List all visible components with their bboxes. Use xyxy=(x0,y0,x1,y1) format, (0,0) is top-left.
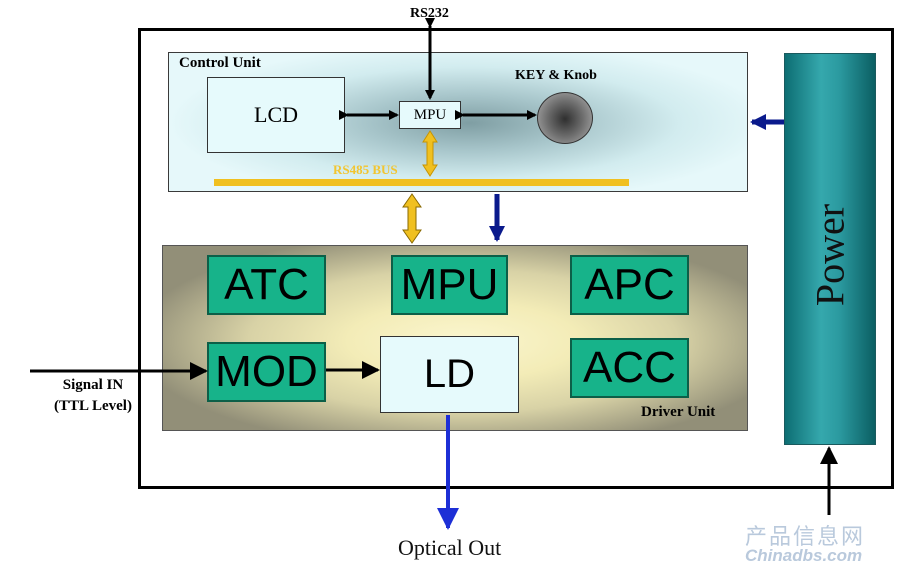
control-mpu-box: MPU xyxy=(399,101,461,129)
atc-block: ATC xyxy=(207,255,326,315)
watermark-en: Chinadbs.com xyxy=(745,546,863,565)
mod-label: MOD xyxy=(215,347,318,396)
ld-label: LD xyxy=(423,352,476,396)
driver-unit-title: Driver Unit xyxy=(641,404,716,420)
mpu-bus-arrow xyxy=(422,130,438,177)
key-knob-label: KEY & Knob xyxy=(515,68,597,83)
apc-label: APC xyxy=(584,260,675,309)
ld-block: LD xyxy=(380,336,519,413)
control-mpu-label: MPU xyxy=(413,106,447,123)
driver-mpu-block: MPU xyxy=(391,255,508,315)
signal-in-label: Signal IN (TTL Level) xyxy=(38,375,148,417)
mod-block: MOD xyxy=(207,342,326,402)
signal-in-line1: Signal IN xyxy=(62,377,124,393)
control-driver-bus-arrow xyxy=(402,193,422,244)
optical-out-label: Optical Out xyxy=(398,535,502,560)
rs232-label: RS232 xyxy=(410,6,449,21)
control-unit-title: Control Unit xyxy=(179,55,261,71)
acc-block: ACC xyxy=(570,338,689,398)
rs485-bus-label: RS485 BUS xyxy=(333,162,398,177)
apc-block: APC xyxy=(570,255,689,315)
watermark-cn: 产品信息网 xyxy=(745,525,866,550)
rs485-bus-line xyxy=(214,179,629,186)
driver-mpu-label: MPU xyxy=(400,260,499,309)
lcd-label: LCD xyxy=(254,102,298,127)
power-supply-bar xyxy=(784,53,876,445)
knob-icon xyxy=(537,92,593,144)
signal-in-line2: (TTL Level) xyxy=(54,398,132,414)
atc-label: ATC xyxy=(224,260,309,309)
acc-label: ACC xyxy=(583,343,676,392)
